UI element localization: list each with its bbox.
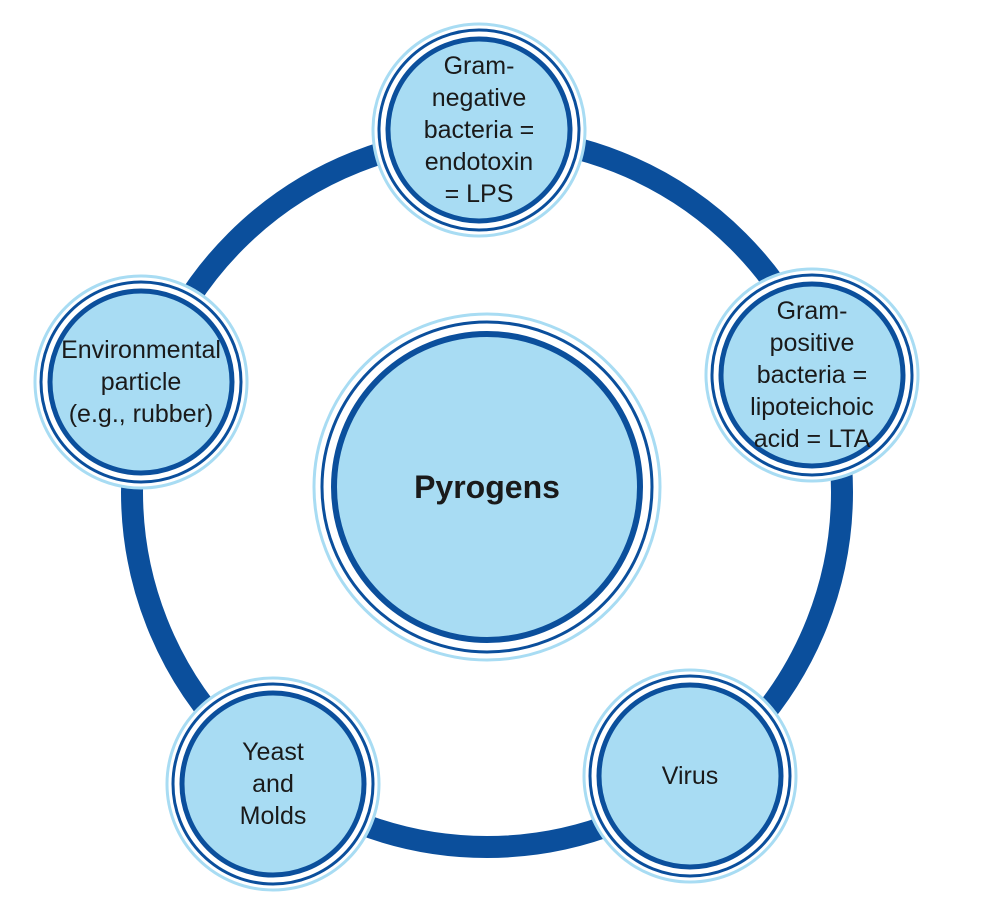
center-circle <box>312 312 662 662</box>
node-label-gram-positive: Gram- positive bacteria = lipoteichoic a… <box>750 297 874 453</box>
node-gram-negative <box>371 22 587 238</box>
node-label-yeast-molds: Yeast and Molds <box>239 738 307 830</box>
node-yeast-molds <box>165 676 381 892</box>
node-gram-positive <box>704 267 920 483</box>
center-label: Pyrogens <box>414 468 560 505</box>
node-label-virus: Virus <box>661 762 719 790</box>
node-environmental <box>33 274 249 490</box>
node-virus <box>582 668 798 884</box>
node-label-gram-negative: Gram- negative bacteria = endotoxin = LP… <box>423 52 535 208</box>
node-label-environmental: Environmental particle (e.g., rubber) <box>61 336 221 428</box>
